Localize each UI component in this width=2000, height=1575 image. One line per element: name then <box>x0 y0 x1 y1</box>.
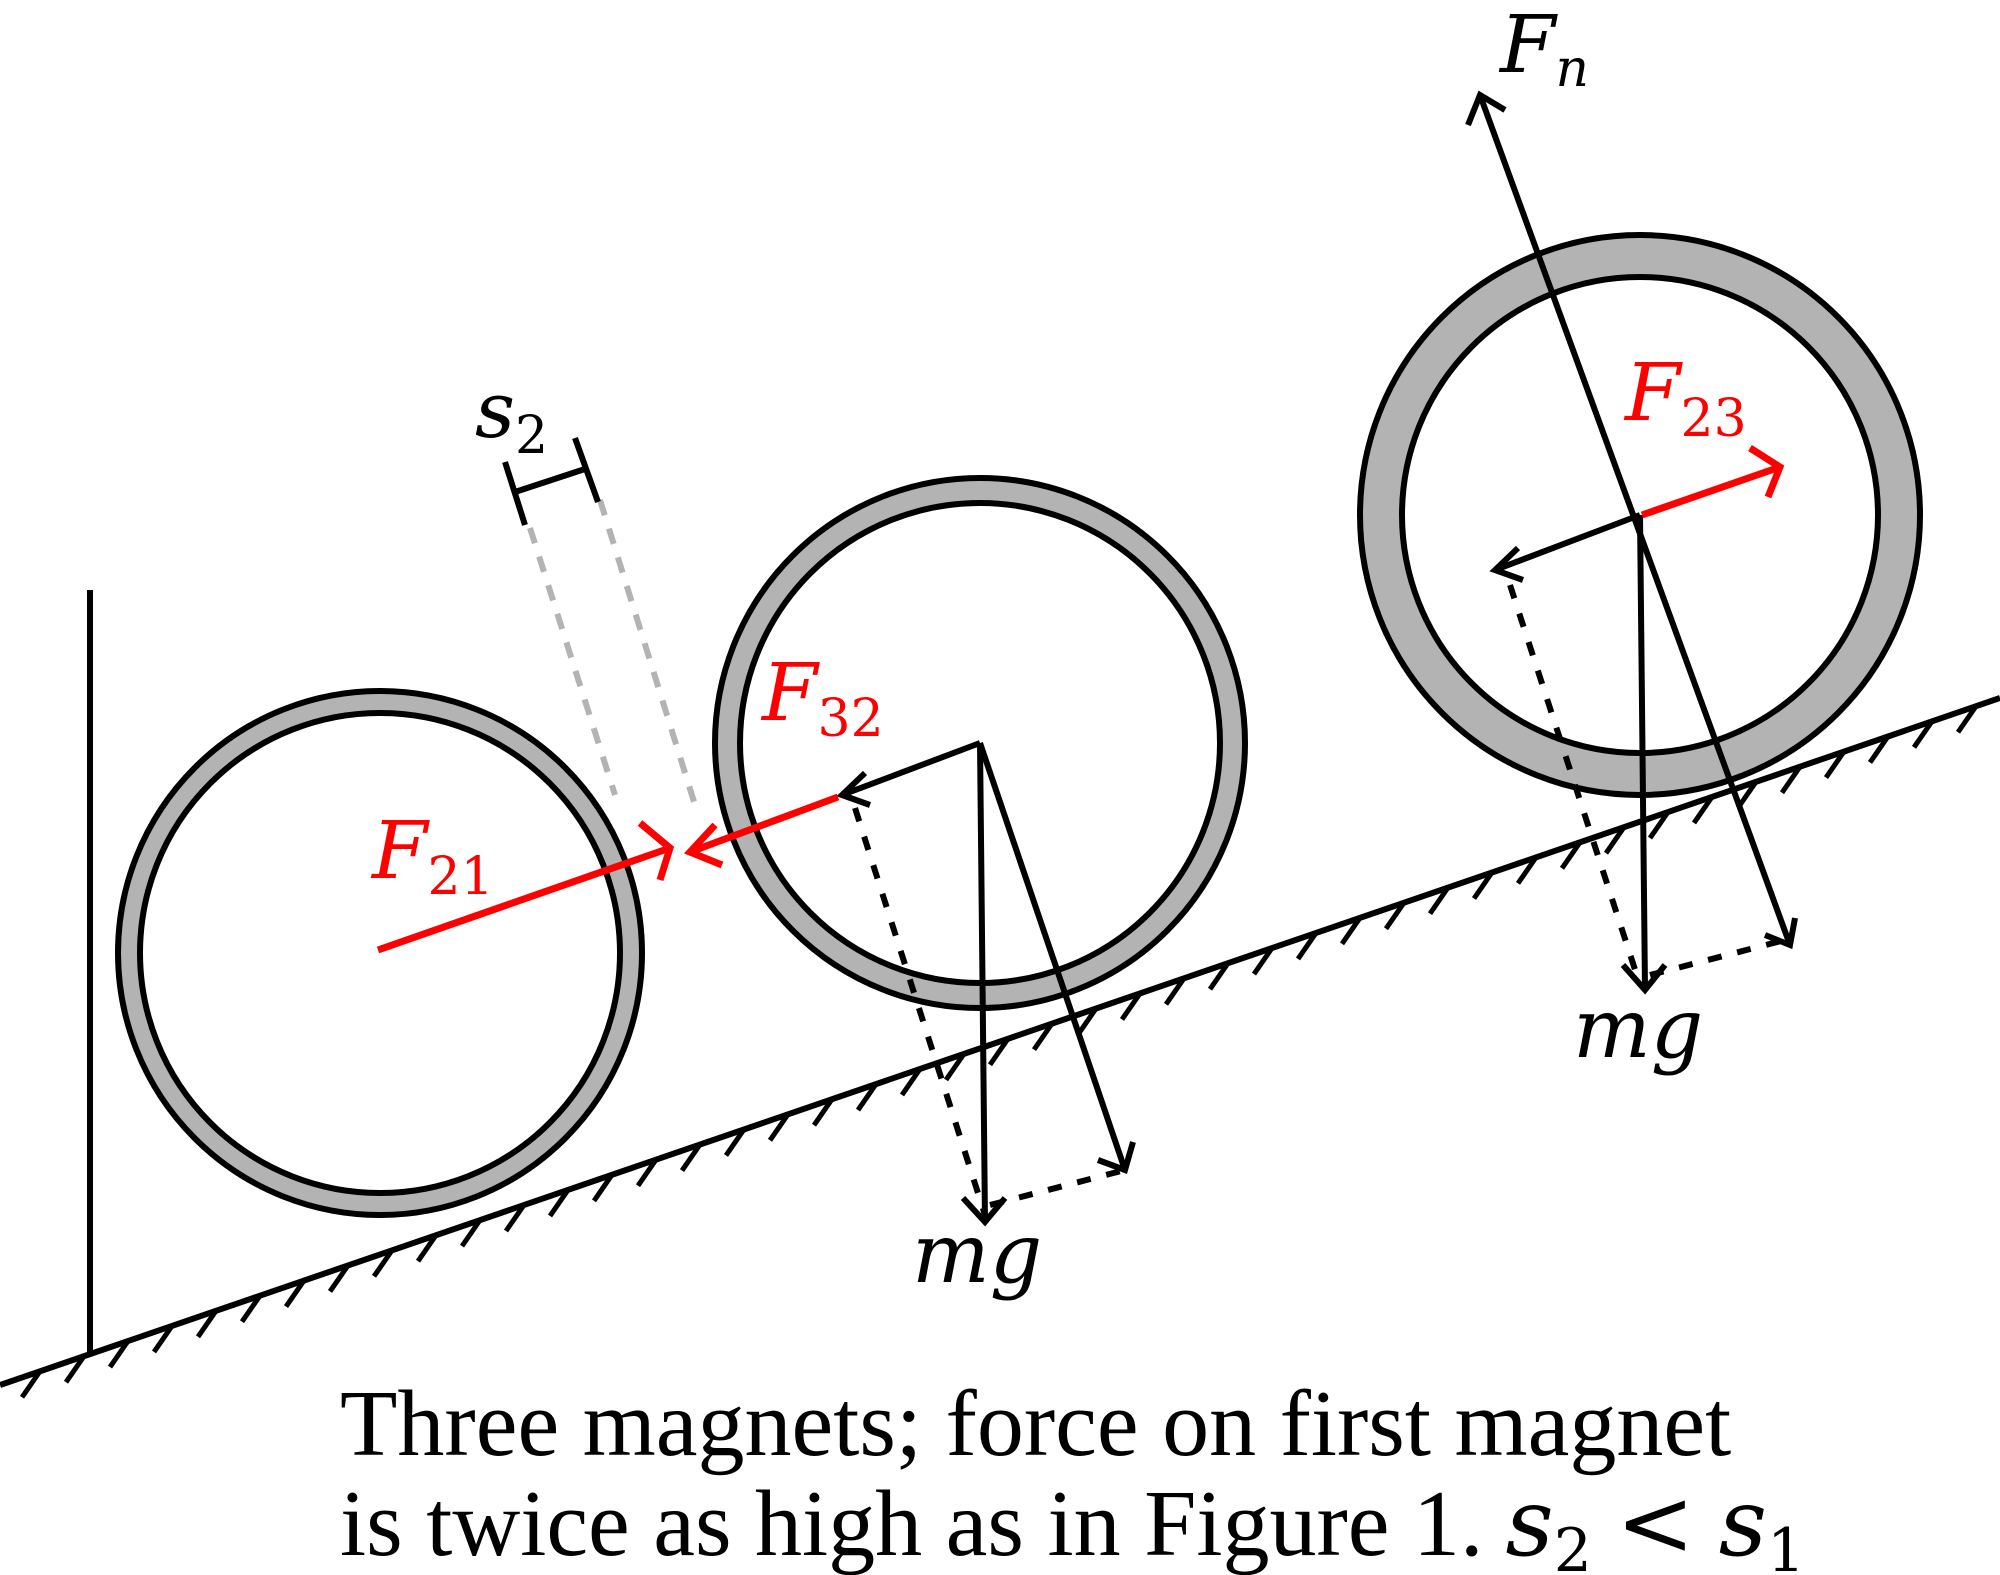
f32-label: F32 <box>760 646 884 749</box>
s2-dimension <box>502 436 601 526</box>
mg-label-right: mg <box>1573 982 1703 1077</box>
f23-label: F23 <box>1623 346 1747 449</box>
magnet-2-forces <box>836 740 1136 1227</box>
fn-label: Fn <box>1498 0 1589 99</box>
f21-label: F21 <box>370 804 494 907</box>
magnet-3-forces <box>1465 90 1798 995</box>
s2-guides <box>527 499 698 806</box>
incline-hatching <box>19 704 1979 1399</box>
s2-label: s2 <box>475 366 548 466</box>
caption-line-2: is twice as high as in Figure 1.s2<s1 <box>340 1469 1805 1575</box>
caption-line-1: Three magnets; force on first magnet <box>340 1372 1731 1476</box>
red-forces <box>376 445 1785 954</box>
mg-label-middle: mg <box>912 1207 1042 1302</box>
